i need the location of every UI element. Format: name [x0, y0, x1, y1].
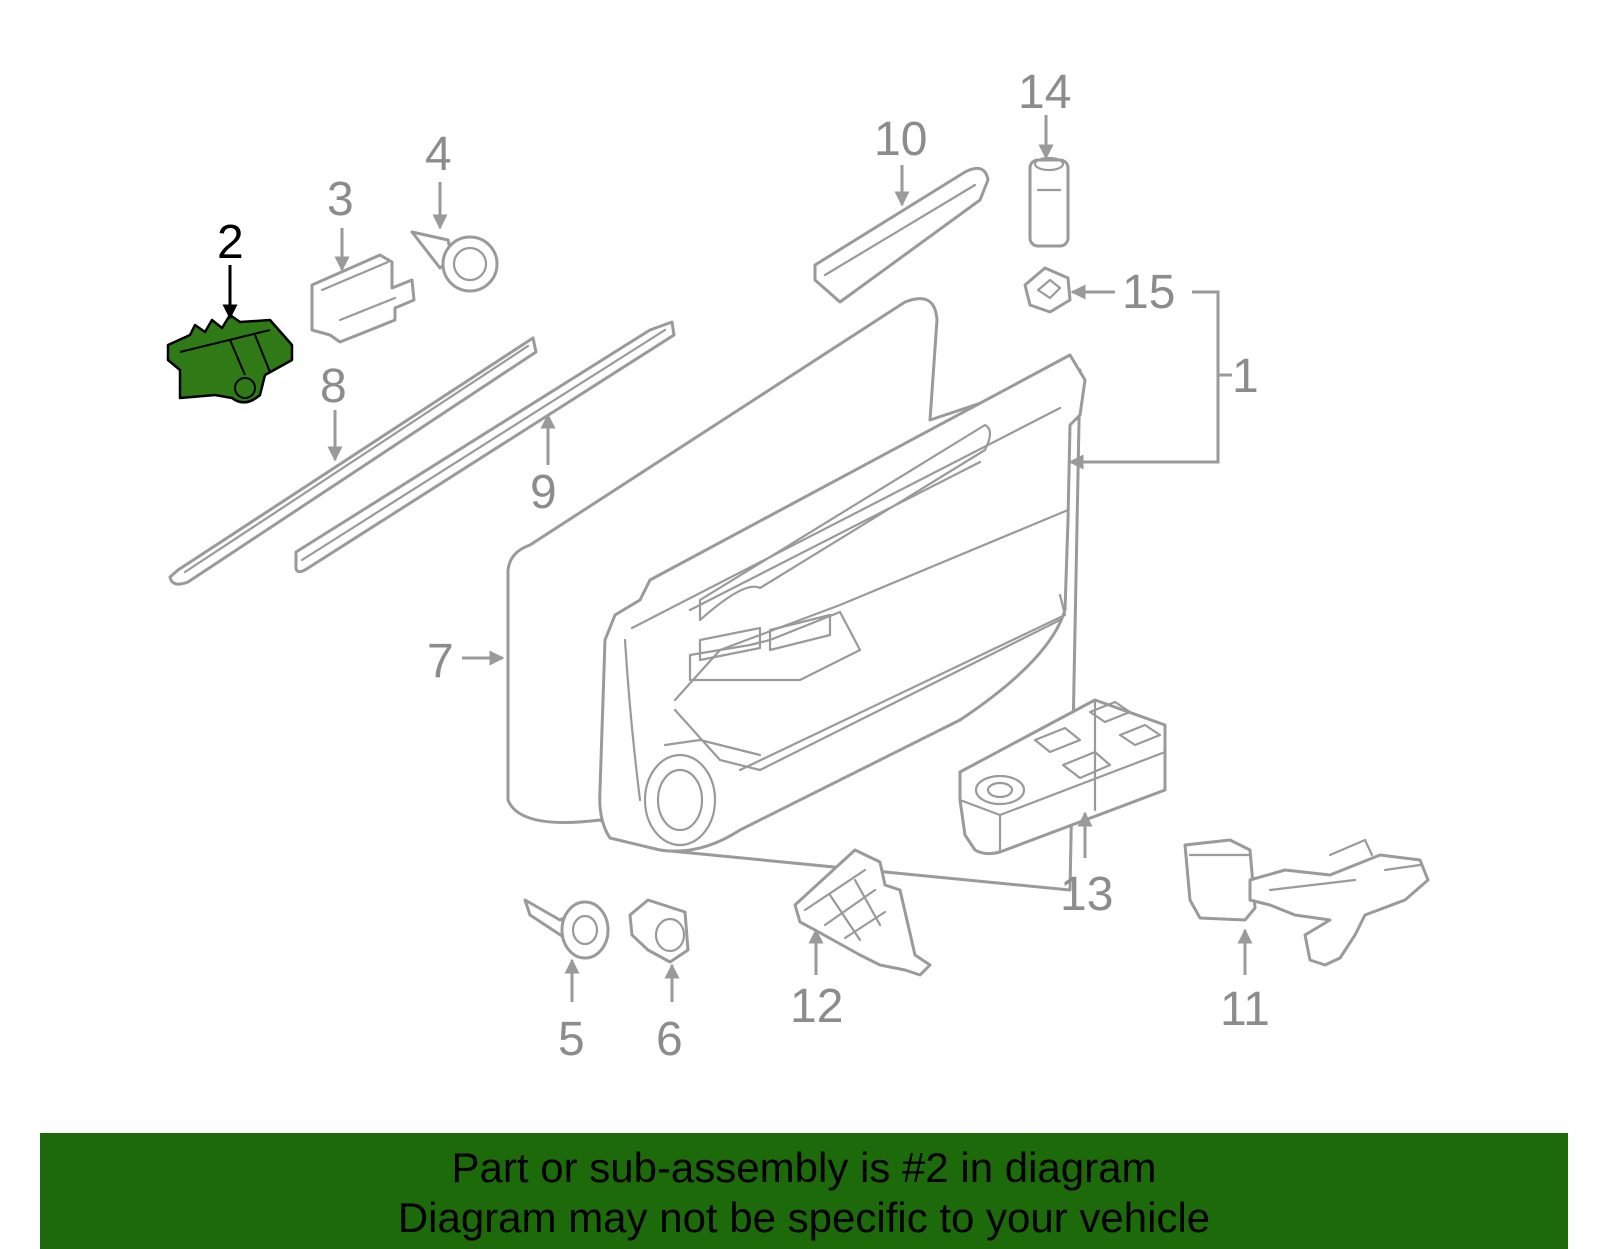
part-10-trim-strip	[813, 166, 990, 304]
part-8-belt-molding	[168, 336, 538, 586]
info-banner: Part or sub-assembly is #2 in diagram Di…	[40, 1133, 1568, 1249]
callout-4: 4	[425, 128, 452, 181]
callout-15: 15	[1122, 266, 1175, 319]
callout-11: 11	[1220, 983, 1270, 1036]
part-14-plug	[1028, 156, 1070, 248]
callout-12: 12	[790, 980, 843, 1033]
banner-line-1: Part or sub-assembly is #2 in diagram	[451, 1144, 1157, 1191]
callout-13: 13	[1060, 868, 1113, 921]
part-2-bracket-highlighted	[166, 313, 294, 404]
callout-9: 9	[530, 466, 557, 519]
part-6-clip-nut	[628, 898, 690, 964]
banner-line-2: Diagram may not be specific to your vehi…	[397, 1194, 1211, 1241]
leader-lines	[222, 115, 1253, 1002]
callout-10: 10	[874, 113, 927, 166]
part-9-weatherstrip	[294, 320, 676, 574]
part-4-push-pin	[410, 230, 499, 293]
callout-3: 3	[327, 173, 354, 226]
callout-5: 5	[558, 1013, 585, 1066]
callout-6: 6	[656, 1013, 683, 1066]
part-13-window-switch	[958, 698, 1167, 856]
leader-1	[1068, 290, 1220, 470]
part-15-grommet	[1023, 266, 1072, 314]
part-11-door-handle	[1183, 838, 1430, 967]
callout-1: 1	[1232, 350, 1259, 403]
callout-labels: 1 2 3 4 5 6 7 8 9 10 11 12 13 14 15	[217, 66, 1270, 1066]
part-3-clip	[310, 253, 416, 344]
callout-8: 8	[320, 360, 347, 413]
part-5-screw	[523, 898, 610, 960]
callout-14: 14	[1018, 66, 1071, 119]
callout-2: 2	[217, 216, 244, 269]
part-1-door-trim-panel	[598, 353, 1087, 853]
callout-7: 7	[427, 635, 454, 688]
